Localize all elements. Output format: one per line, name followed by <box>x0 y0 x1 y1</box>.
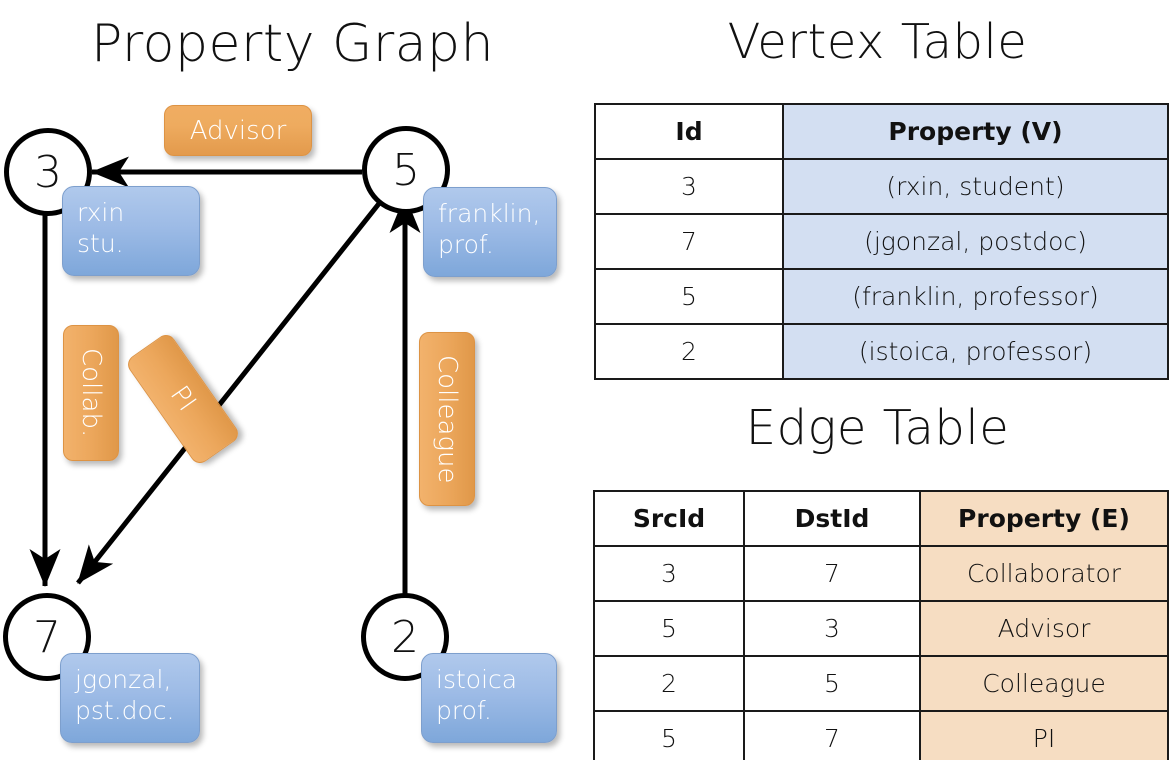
vertex-property-line: jgonzal, <box>75 665 172 694</box>
edge-table: SrcId DstId Property (E) 3 7 Collaborato… <box>593 490 1169 760</box>
vertex-table-header-property: Property (V) <box>782 103 1169 160</box>
table-row[interactable]: 5 7 PI <box>593 710 1169 760</box>
edge-pi-5-to-7 <box>76 199 383 585</box>
table-row[interactable]: 5 (franklin, professor) <box>594 268 1169 325</box>
vertex-property-line: prof. <box>438 230 494 260</box>
edge-cell-property: Collaborator <box>919 545 1169 602</box>
edge-label-advisor: Advisor <box>164 105 312 156</box>
table-row[interactable]: 3 7 Collaborator <box>593 545 1169 602</box>
edge-cell-src: 2 <box>593 655 745 712</box>
table-header-row: SrcId DstId Property (E) <box>593 490 1169 547</box>
table-row[interactable]: 3 (rxin, student) <box>594 158 1169 215</box>
vertex-property-line: istoica <box>436 665 518 694</box>
vertex-property-line: prof. <box>436 696 492 726</box>
vertex-cell-property: (istoica, professor) <box>782 323 1169 380</box>
edge-table-header-property: Property (E) <box>919 490 1169 547</box>
vertex-property-line: pst.doc. <box>75 696 175 726</box>
edge-table-header-srcid: SrcId <box>593 490 745 547</box>
edge-label-colleague: Colleague <box>419 332 475 506</box>
vertex-cell-id: 3 <box>594 158 784 215</box>
vertex-cell-property: (jgonzal, postdoc) <box>782 213 1169 270</box>
page-title-vertex-table: Vertex Table <box>727 14 1028 70</box>
edge-cell-property: Advisor <box>919 600 1169 657</box>
vertex-node-2[interactable]: 2 <box>361 593 449 681</box>
edge-table-header-dstid: DstId <box>743 490 921 547</box>
vertex-cell-id: 2 <box>594 323 784 380</box>
table-row[interactable]: 2 (istoica, professor) <box>594 323 1169 380</box>
page-title-edge-table: Edge Table <box>745 400 1010 456</box>
vertex-cell-property: (rxin, student) <box>782 158 1169 215</box>
table-row[interactable]: 7 (jgonzal, postdoc) <box>594 213 1169 270</box>
page-title-property-graph: Property Graph <box>90 14 495 74</box>
vertex-property-line: franklin, <box>438 199 541 228</box>
vertex-property-box-5: franklin, prof. <box>423 187 557 277</box>
edge-cell-src: 5 <box>593 710 745 760</box>
edge-cell-dst: 7 <box>743 710 921 760</box>
edge-label-collab: Collab. <box>63 325 119 461</box>
edge-cell-src: 3 <box>593 545 745 602</box>
graph-edges-svg <box>29 156 421 596</box>
table-row[interactable]: 2 5 Colleague <box>593 655 1169 712</box>
edge-cell-dst: 7 <box>743 545 921 602</box>
vertex-property-box-7: jgonzal, pst.doc. <box>60 653 200 743</box>
vertex-property-box-2: istoica prof. <box>421 653 557 743</box>
vertex-cell-property: (franklin, professor) <box>782 268 1169 325</box>
vertex-cell-id: 5 <box>594 268 784 325</box>
vertex-property-box-3: rxin stu. <box>62 186 200 276</box>
vertex-property-line: stu. <box>77 229 124 259</box>
vertex-table: Id Property (V) 3 (rxin, student) 7 (jgo… <box>594 103 1169 380</box>
table-row[interactable]: 5 3 Advisor <box>593 600 1169 657</box>
edge-cell-dst: 3 <box>743 600 921 657</box>
edge-cell-property: Colleague <box>919 655 1169 712</box>
vertex-table-header-id: Id <box>594 103 784 160</box>
property-graph-diagram: 3 5 7 2 rxin stu. franklin, prof. jgonza… <box>3 105 557 743</box>
table-header-row: Id Property (V) <box>594 103 1169 160</box>
edge-cell-src: 5 <box>593 600 745 657</box>
vertex-cell-id: 7 <box>594 213 784 270</box>
edge-cell-property: PI <box>919 710 1169 760</box>
edge-cell-dst: 5 <box>743 655 921 712</box>
vertex-property-line: rxin <box>77 198 125 227</box>
